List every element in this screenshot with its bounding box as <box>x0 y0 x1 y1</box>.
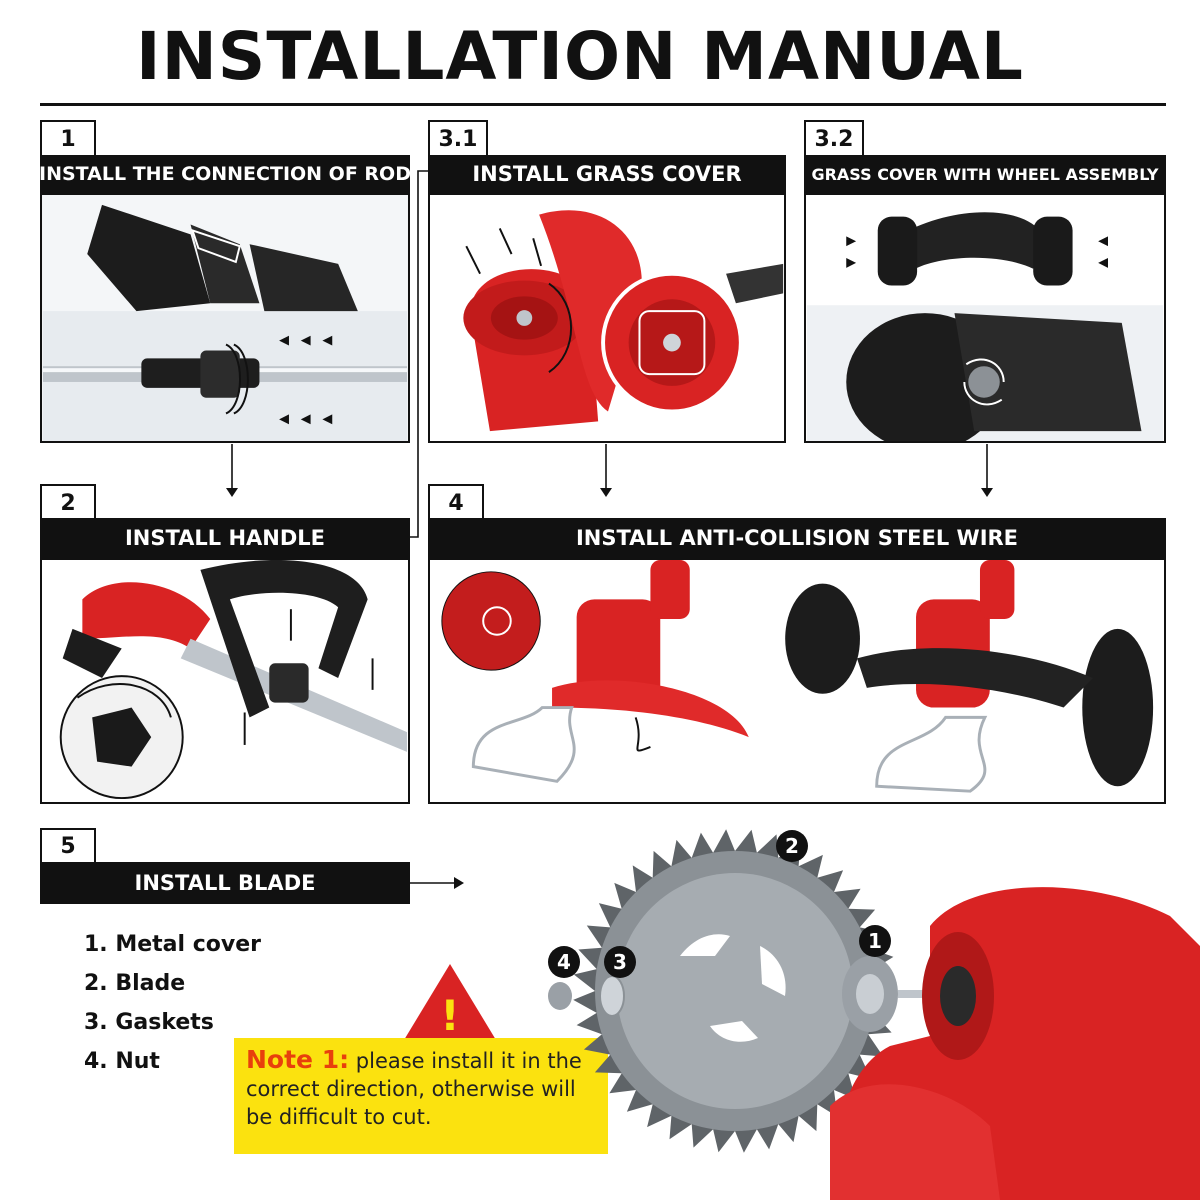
step-2-title: INSTALL HANDLE <box>40 518 410 558</box>
parts-list: 1. Metal cover 2. Blade 3. Gaskets 4. Nu… <box>84 932 261 1088</box>
step-3-2-title: GRASS COVER WITH WHEEL ASSEMBLY <box>804 155 1166 193</box>
note-text: please install it in the correct directi… <box>246 1049 582 1129</box>
part-item-metal-cover: 1. Metal cover <box>84 932 261 957</box>
step-3-2-image <box>804 193 1166 443</box>
connector-5-arrowhead <box>454 877 464 889</box>
part-item-gaskets: 3. Gaskets <box>84 1010 214 1035</box>
svg-text:2: 2 <box>785 834 799 858</box>
step-5-number: 5 <box>40 828 96 862</box>
gasket <box>599 975 625 1017</box>
step-3-1-image <box>428 193 786 443</box>
connector-2-31 <box>410 170 428 538</box>
title-divider <box>40 103 1166 106</box>
step-5-title: INSTALL BLADE <box>40 862 410 904</box>
nut <box>548 982 572 1010</box>
step-4-title: INSTALL ANTI-COLLISION STEEL WIRE <box>428 518 1166 558</box>
part-item-blade: 2. Blade <box>84 971 186 996</box>
step-1-title: INSTALL THE CONNECTION OF ROD <box>39 155 411 193</box>
svg-text:3: 3 <box>613 950 627 974</box>
blade-exploded-view: 1 2 3 4 <box>548 829 1200 1200</box>
step-3-1-number: 3.1 <box>428 120 488 156</box>
step-4-image <box>428 558 1166 804</box>
connector-32-4-arrowhead <box>981 488 993 497</box>
warning-icon: ! <box>404 964 496 1040</box>
page-title: INSTALLATION MANUAL <box>136 18 1024 95</box>
svg-text:4: 4 <box>557 950 571 974</box>
connector-1-2-arrowhead <box>226 488 238 497</box>
step-4-number: 4 <box>428 484 484 520</box>
svg-text:1: 1 <box>868 929 882 953</box>
part-marker-2: 2 <box>776 830 808 862</box>
part-marker-1: 1 <box>859 925 891 957</box>
step-1-image <box>40 193 410 443</box>
step-2-image <box>40 558 410 804</box>
part-marker-3: 3 <box>604 946 636 978</box>
step-3-2-number: 3.2 <box>804 120 864 156</box>
connector-31-4-arrowhead <box>600 488 612 497</box>
step-2-number: 2 <box>40 484 96 520</box>
part-item-nut: 4. Nut <box>84 1049 160 1074</box>
step-3-1-title: INSTALL GRASS COVER <box>428 155 786 193</box>
blade <box>573 829 897 1153</box>
part-marker-4: 4 <box>548 946 580 978</box>
warning-symbol: ! <box>440 991 459 1040</box>
step-1-number: 1 <box>40 120 96 156</box>
note-label: Note 1: <box>246 1045 350 1074</box>
note-box: Note 1: please install it in the correct… <box>234 1038 608 1154</box>
